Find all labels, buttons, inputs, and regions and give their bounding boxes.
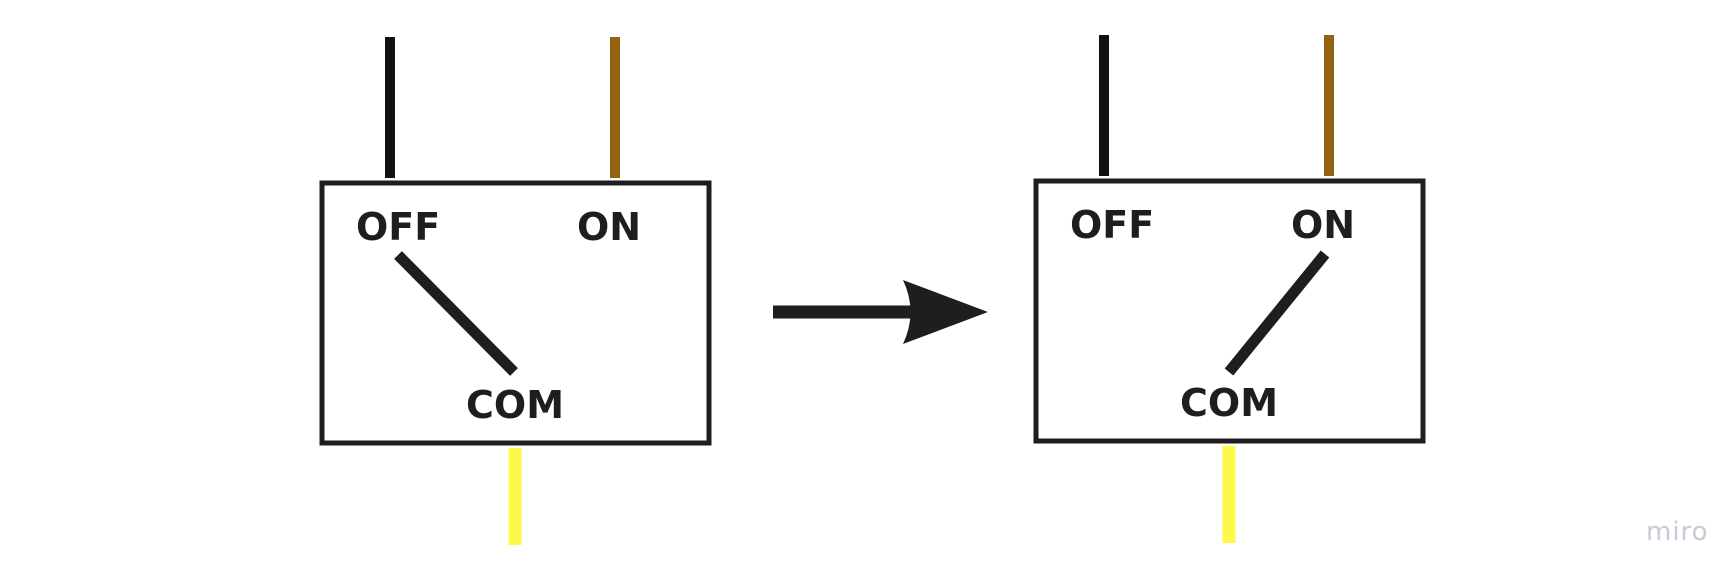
transition-arrow	[773, 280, 988, 344]
switch-off-state: OFF ON COM	[319, 37, 712, 545]
com-label: COM	[466, 383, 564, 427]
off-label: OFF	[356, 205, 440, 249]
miro-watermark: miro	[1646, 517, 1709, 547]
off-label: OFF	[1070, 203, 1154, 247]
switch-lever	[1224, 250, 1330, 376]
switch-lever	[394, 251, 518, 376]
com-label: COM	[1180, 381, 1278, 425]
on-label: ON	[577, 205, 641, 249]
arrow-head	[903, 280, 988, 344]
switch-body	[1033, 178, 1426, 444]
on-label: ON	[1291, 203, 1355, 247]
switch-on-state: OFF ON COM	[1033, 35, 1426, 543]
switch-body	[319, 180, 712, 446]
